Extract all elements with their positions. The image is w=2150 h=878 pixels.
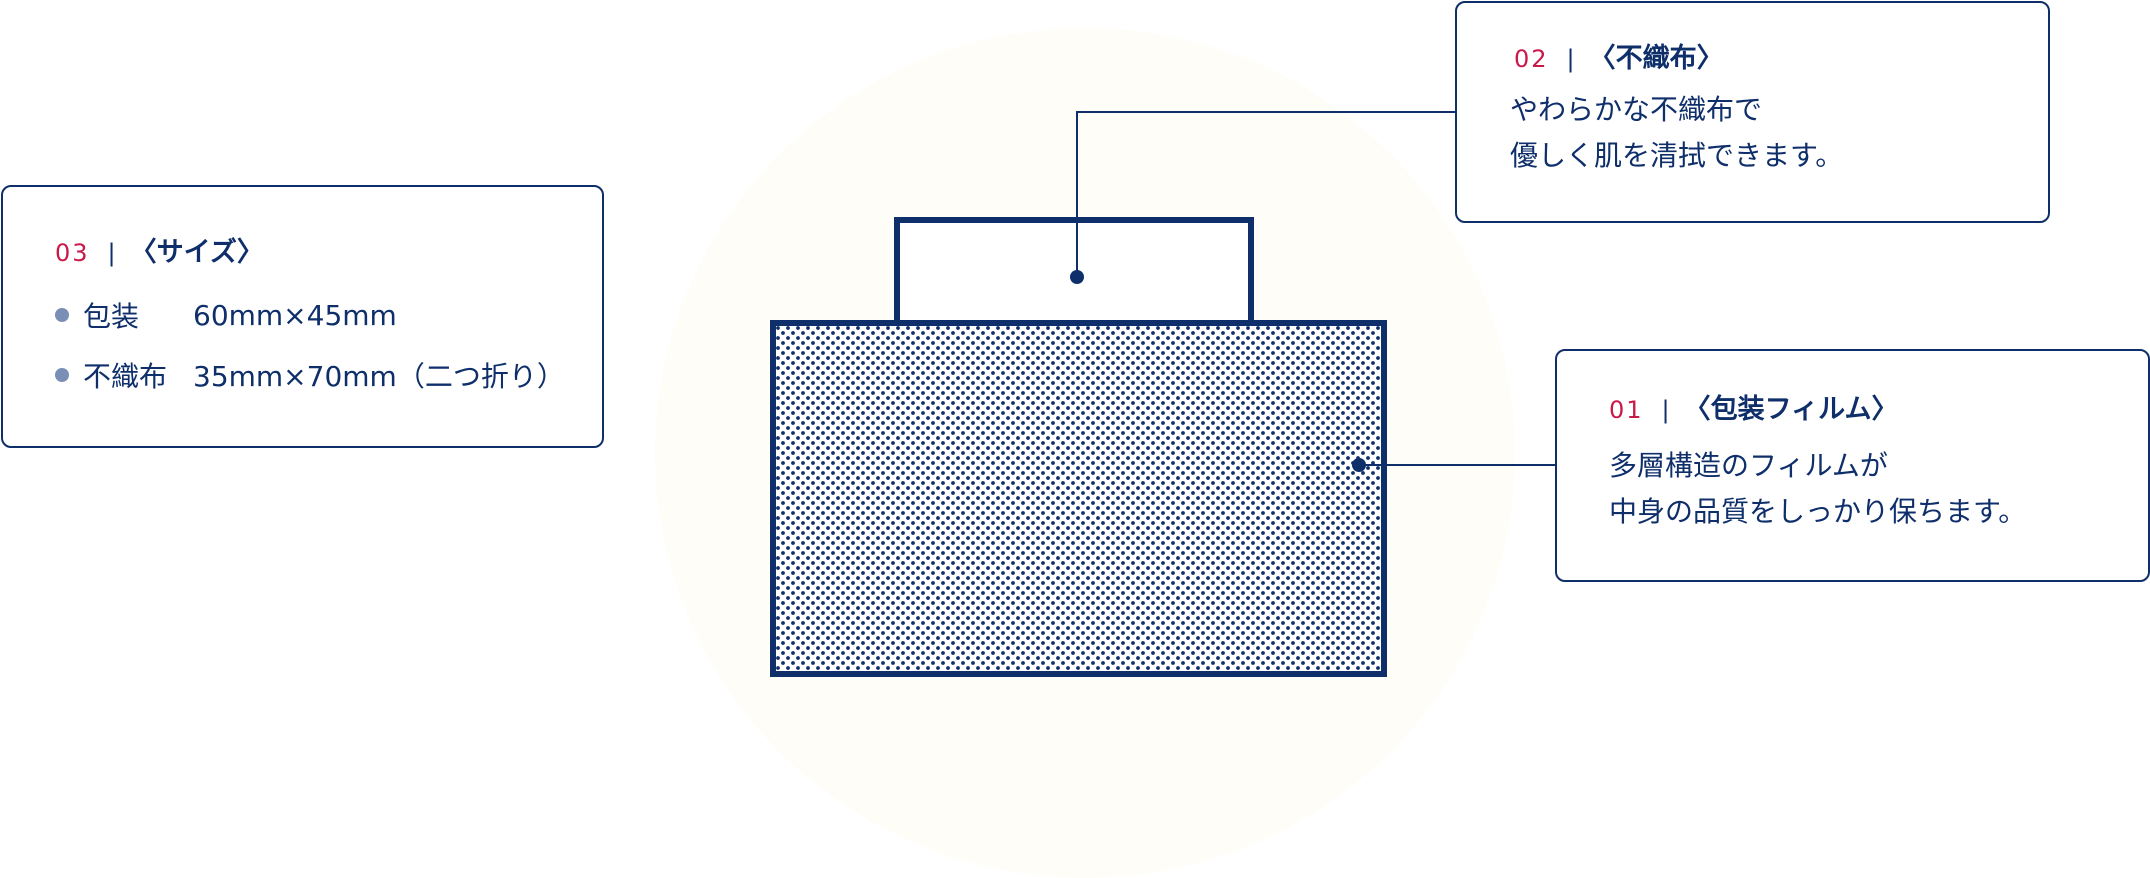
film-callout-title: 〈包装フィルム〉 [1683,394,1899,425]
film-callout-header: 01 | 〈包装フィルム〉 [1609,396,1899,423]
nonwoven-description-line-1: やわらかな不織布で [1510,93,1763,126]
size-spec-list: 包装 60mm×45mm 不織布 35mm×70mm（二つ折り） [55,285,565,405]
spec-label-nonwoven: 不織布 [83,360,168,393]
nonwoven-callout-description: やわらかな不織布で 優しく肌を清拭できます。 [1510,87,1843,179]
spec-value-nonwoven: 35mm×70mm（二つ折り） [193,360,565,393]
nonwoven-description-line-2: 優しく肌を清拭できます。 [1510,139,1844,172]
nonwoven-callout-title: 〈不織布〉 [1588,43,1724,74]
film-description-line-1: 多層構造のフィルムが [1609,449,1888,482]
spec-label-packaging: 包装 [83,300,140,333]
size-callout-title: 〈サイズ〉 [129,237,264,268]
film-callout: 01 | 〈包装フィルム〉 多層構造のフィルムが 中身の品質をしっかり保ちます。 [1555,349,2150,582]
nonwoven-callout-header: 02 | 〈不織布〉 [1514,45,1724,72]
callout-separator: | [107,238,116,267]
bullet-icon [55,368,69,382]
callout-separator: | [1661,395,1670,424]
bullet-icon [55,308,69,322]
film-description-line-2: 中身の品質をしっかり保ちます。 [1609,495,2027,528]
packaging-film-dot-pattern [773,323,1384,674]
callout-separator: | [1566,44,1575,73]
nonwoven-leader-line [1076,111,1455,277]
size-callout-header: 03 | 〈サイズ〉 [55,239,264,266]
spec-value-packaging: 60mm×45mm [193,298,397,332]
film-leader-dot [1352,458,1366,472]
nonwoven-callout-number: 02 [1514,44,1549,73]
size-callout: 03 | 〈サイズ〉 包装 60mm×45mm 不織布 35mm×70mm（二つ… [1,185,604,448]
film-callout-number: 01 [1609,395,1644,424]
spec-row-nonwoven: 不織布 35mm×70mm（二つ折り） [55,345,565,405]
spec-row-packaging: 包装 60mm×45mm [55,285,565,345]
nonwoven-callout: 02 | 〈不織布〉 やわらかな不織布で 優しく肌を清拭できます。 [1455,1,2050,223]
size-callout-number: 03 [55,238,90,267]
film-callout-description: 多層構造のフィルムが 中身の品質をしっかり保ちます。 [1609,443,2026,535]
nonwoven-leader-dot [1070,270,1084,284]
packaging-film-shape [770,320,1387,677]
